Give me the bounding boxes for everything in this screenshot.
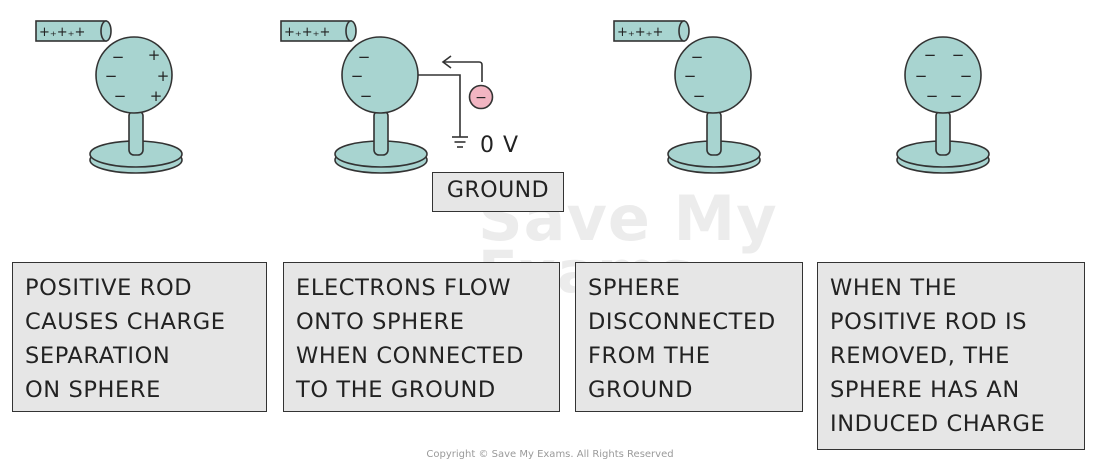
electron-flow-arrow [444,61,483,82]
sphere-4-charge: − [950,87,963,105]
arrowhead-icon [441,55,452,69]
ground-wire [418,74,461,137]
ground-symbol [452,136,468,148]
stand-3 [667,110,761,174]
electron-ball [468,84,494,110]
sphere-1-charge: + [157,67,170,85]
sphere-1-charge: + [148,46,161,64]
electron-symbol: − [475,90,487,106]
stand-2 [334,110,428,174]
sphere-3-charge: − [684,67,697,85]
caption-step-3: SPHERE DISCONNECTED FROM THE GROUND [575,262,803,412]
sphere-1 [95,36,173,114]
stand-4 [896,110,990,174]
rod-1: +₊+₊+ [35,20,112,42]
sphere-4-charge: − [960,67,973,85]
rod-2-charges: +₊+₊+ [284,25,330,40]
sphere-2-charge: − [358,48,371,66]
sphere-4-charge: − [952,46,965,64]
ground-label-box: GROUND [432,172,564,212]
sphere-2-charge: − [360,87,373,105]
sphere-1-charge: − [105,67,118,85]
rod-1-charges: +₊+₊+ [39,25,85,40]
ground-voltage-label: 0 V [480,133,520,158]
sphere-2-charge: − [351,67,364,85]
copyright-notice: Copyright © Save My Exams. All Rights Re… [426,449,674,460]
rod-3: +₊+₊+ [613,20,690,42]
rod-3-charges: +₊+₊+ [617,25,663,40]
caption-step-2: ELECTRONS FLOW ONTO SPHERE WHEN CONNECTE… [283,262,560,412]
sphere-4-charge: − [924,46,937,64]
rod-2: +₊+₊+ [280,20,357,42]
sphere-1-charge: − [114,87,127,105]
caption-step-1: POSITIVE ROD CAUSES CHARGE SEPARATION ON… [12,262,267,412]
sphere-4 [904,36,982,114]
sphere-3 [674,36,752,114]
sphere-1-charge: − [112,48,125,66]
sphere-4-charge: − [926,87,939,105]
sphere-1-charge: + [150,87,163,105]
sphere-3-charge: − [691,48,704,66]
sphere-4-charge: − [915,67,928,85]
stand-1 [89,110,183,174]
sphere-3-charge: − [693,87,706,105]
caption-step-4: WHEN THE POSITIVE ROD IS REMOVED, THE SP… [817,262,1085,450]
